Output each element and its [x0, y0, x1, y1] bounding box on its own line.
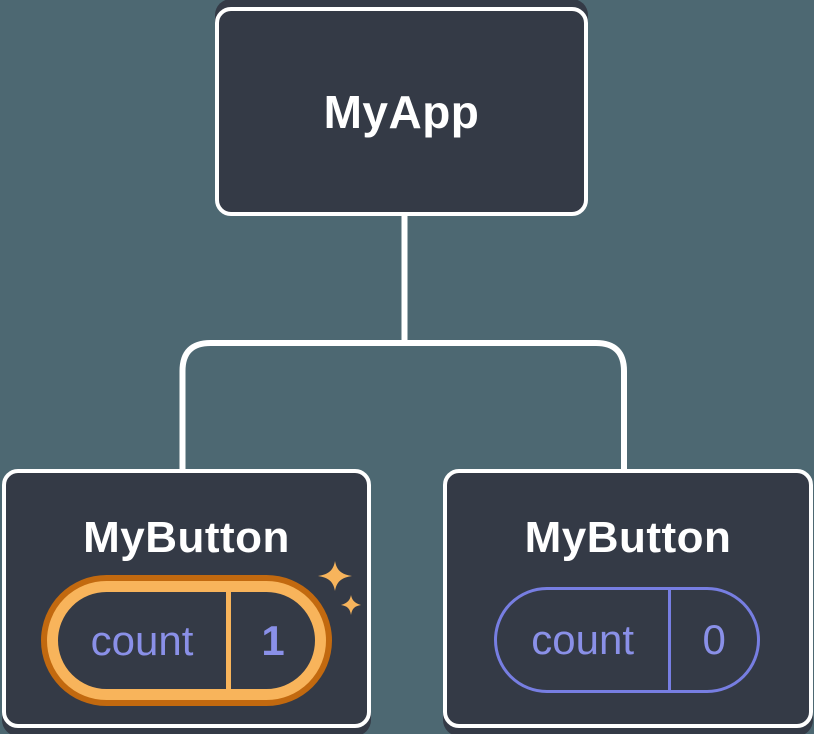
connector-branch: [179, 340, 627, 472]
state-pill-normal: count 0: [494, 587, 760, 693]
component-node-root: MyApp: [215, 7, 588, 216]
state-name-label: count: [531, 616, 635, 663]
state-name-label: count: [90, 616, 194, 664]
sparkles-icon: [318, 561, 361, 615]
pill-divider: [226, 592, 231, 689]
state-value-label: 0: [702, 616, 726, 663]
component-node-child-right: MyButton count 0: [443, 469, 813, 728]
component-node-child-left: MyButton count 1: [2, 469, 371, 728]
state-pill-highlighted: count 1: [47, 581, 326, 700]
state-value-label: 1: [261, 616, 285, 664]
root-node-label: MyApp: [323, 85, 480, 138]
pill-divider: [668, 590, 672, 690]
child-right-node-label: MyButton: [524, 513, 732, 562]
child-left-node-label: MyButton: [83, 513, 290, 562]
